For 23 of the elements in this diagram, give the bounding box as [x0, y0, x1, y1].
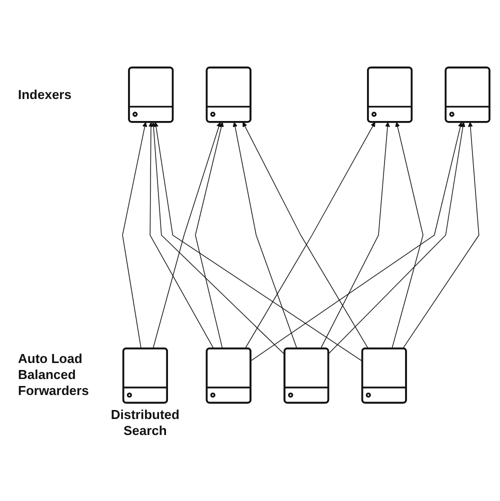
node-caption: Distributed Search: [110, 406, 180, 439]
arrow: [122, 122, 148, 349]
server: [367, 66, 413, 123]
server: [206, 66, 252, 123]
arrow: [151, 122, 286, 355]
arrow: [402, 122, 480, 349]
server: [361, 347, 407, 404]
arrow: [232, 122, 298, 349]
tier-label: Indexers: [18, 86, 72, 103]
server: [444, 66, 490, 123]
arrow: [195, 122, 224, 349]
server: [122, 347, 168, 404]
arrow: [320, 122, 390, 349]
arrow: [152, 122, 222, 349]
tier-label: Auto Load Balanced Forwarders: [18, 351, 90, 400]
arrow: [154, 122, 363, 362]
server: [284, 347, 330, 404]
arrow: [250, 122, 463, 362]
arrow: [392, 122, 424, 349]
server: [128, 66, 174, 123]
arrow: [148, 122, 214, 349]
server: [206, 347, 252, 404]
arrow: [328, 122, 466, 354]
